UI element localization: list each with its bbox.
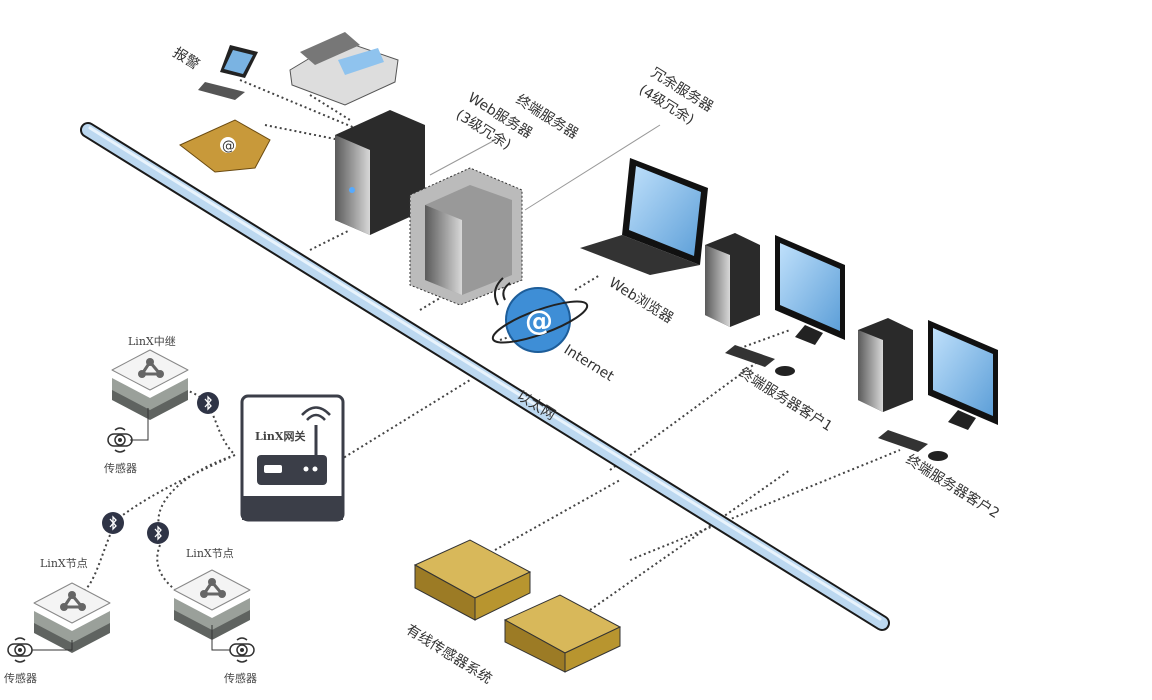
ethernet-pipe	[80, 122, 890, 631]
wired-sensor-box-2	[503, 594, 622, 673]
sensor-1-label: 传感器	[104, 462, 137, 475]
sensor-icon	[7, 637, 33, 663]
bluetooth-icon	[101, 511, 125, 535]
alarm-label: 报警	[170, 45, 202, 73]
wired-sensor-box-1	[413, 539, 532, 621]
bluetooth-icon	[196, 391, 220, 415]
web-server-icon	[335, 110, 425, 235]
terminal-server-icon	[409, 167, 523, 306]
web-browser-label: Web浏览器	[606, 275, 676, 327]
mobile-phone-icon	[198, 45, 258, 100]
terminal-client-2-label: 终端服务器客户2	[903, 451, 1003, 522]
laptop-icon	[580, 158, 708, 275]
linx-relay-node-icon	[110, 348, 190, 422]
sensor-icon	[229, 637, 255, 663]
sensor-2-label: 传感器	[4, 672, 37, 685]
linx-node-1-label: LinX节点	[40, 557, 88, 570]
internet-label: Internet	[561, 342, 617, 385]
sensor-3-label: 传感器	[224, 672, 257, 685]
linx-relay-label: LinX中继	[128, 335, 176, 348]
sensor-icon	[107, 427, 133, 453]
wired-sensor-system-label: 有线传感器系统	[403, 621, 495, 687]
internet-globe-icon: @	[491, 277, 589, 353]
svg-text:@: @	[525, 304, 553, 337]
linx-gateway-icon	[240, 394, 345, 522]
svg-text:@: @	[222, 139, 235, 154]
terminal-client-1-pc-icon	[705, 233, 845, 376]
linx-gateway-label: LinX网关	[255, 429, 305, 443]
terminal-client-2-pc-icon	[858, 318, 998, 461]
email-icon: @	[179, 119, 271, 173]
bluetooth-icon	[146, 521, 170, 545]
telephone-icon	[289, 32, 399, 106]
linx-node-2-label: LinX节点	[186, 547, 234, 560]
